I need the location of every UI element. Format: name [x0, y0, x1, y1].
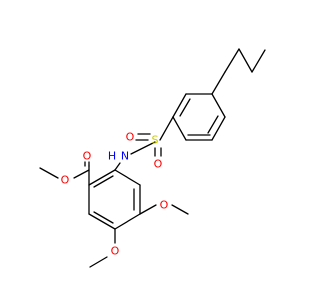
bond: [114, 169, 141, 186]
bond: [172, 93, 187, 118]
atom-o-sulfonyl-left: O: [126, 131, 135, 144]
bond: [179, 98, 191, 117]
bond: [88, 169, 116, 186]
bond: [171, 204, 189, 215]
bond: [224, 48, 240, 73]
bond: [172, 116, 187, 141]
bond: [238, 48, 253, 73]
bonds: [39, 48, 266, 268]
bond: [211, 71, 226, 95]
bond: [114, 213, 141, 230]
atom-s: S: [152, 134, 159, 147]
bond: [207, 115, 219, 134]
bond: [93, 211, 114, 224]
bond: [139, 204, 157, 215]
atom-labels: O O N H S O O O O: [61, 131, 169, 258]
atom-o-carbonyl: O: [83, 150, 92, 163]
bond: [211, 93, 226, 118]
atom-h-on-n: H: [108, 150, 116, 163]
atom-o-ester: O: [61, 174, 70, 187]
background: [0, 0, 300, 300]
bond: [251, 49, 266, 73]
bond: [89, 256, 108, 268]
atom-o-methoxy-5: O: [111, 245, 120, 258]
bond: [211, 116, 226, 141]
bond: [88, 213, 116, 230]
bond: [114, 162, 121, 171]
atom-n: N: [121, 150, 129, 163]
bond: [93, 175, 114, 188]
bond: [39, 167, 59, 179]
molecule-structure: O O N H S O O O O: [0, 0, 300, 300]
atom-o-methoxy-4: O: [160, 199, 169, 212]
bond: [73, 169, 90, 179]
bond: [130, 141, 156, 155]
atom-o-sulfonyl-bottom: O: [154, 158, 163, 171]
bond: [159, 116, 174, 141]
